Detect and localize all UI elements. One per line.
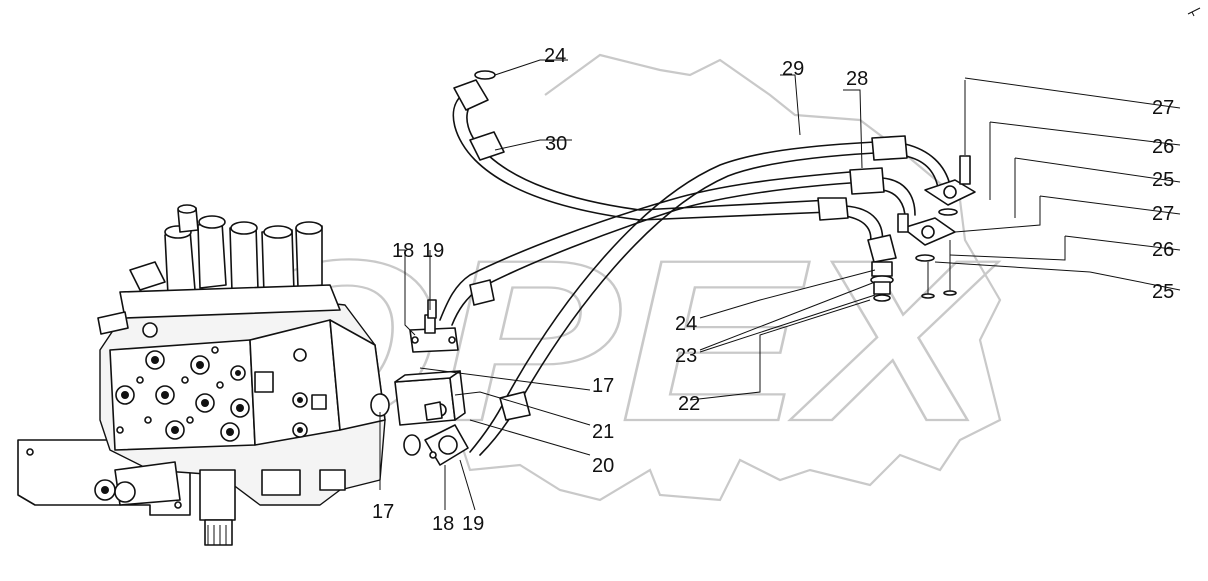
adapter-fittings-23-24 (867, 234, 897, 302)
flange-bolt-19 (427, 299, 437, 319)
callout-18-bottom: 18 (432, 513, 454, 535)
callout-19-bottom: 19 (462, 513, 484, 535)
split-flange-18-lower (424, 424, 469, 466)
watermark-gear-outline (458, 53, 1002, 502)
callout-23: 23 (675, 345, 697, 367)
callout-29: 29 (782, 58, 804, 80)
hose-ferrules (453, 79, 908, 421)
callout-18-upper: 18 (392, 240, 414, 262)
callout-28: 28 (846, 68, 868, 90)
hose-30 (452, 94, 831, 221)
manifold-block-21 (394, 370, 466, 426)
callout-30: 30 (545, 133, 567, 155)
callout-24-lower: 24 (675, 313, 697, 335)
callout-26-lower: 26 (1152, 239, 1174, 261)
valve-solenoids (119, 204, 341, 319)
callout-25-upper: 25 (1152, 169, 1174, 191)
callout-27-lower: 27 (1152, 203, 1174, 225)
flange-fitting-lower-right (897, 213, 956, 262)
callout-labels: 24 30 29 28 27 26 25 27 26 25 24 23 22 1… (372, 45, 1174, 535)
callout-17-bottom: 17 (372, 501, 394, 523)
callout-21: 21 (592, 421, 614, 443)
callout-25-lower: 25 (1152, 281, 1174, 303)
bolts-and-washers (921, 240, 957, 299)
leader-lines (379, 59, 1181, 511)
valve-bottom-fittings (94, 461, 346, 546)
callout-24-top: 24 (544, 45, 566, 67)
control-valve-block (17, 204, 386, 546)
callout-27-upper: 27 (1152, 97, 1174, 119)
callout-20: 20 (592, 455, 614, 477)
flange-fitting-upper-right (924, 155, 976, 216)
split-flange-18-upper (409, 314, 459, 353)
callout-17-right: 17 (592, 375, 614, 397)
valve-ports (115, 346, 327, 442)
callout-22: 22 (678, 393, 700, 415)
corner-mark (1187, 7, 1201, 17)
o-ring-17-lower (403, 434, 421, 456)
callout-26-upper: 26 (1152, 136, 1174, 158)
callout-19-upper: 19 (422, 240, 444, 262)
o-ring-24-top (474, 70, 496, 80)
